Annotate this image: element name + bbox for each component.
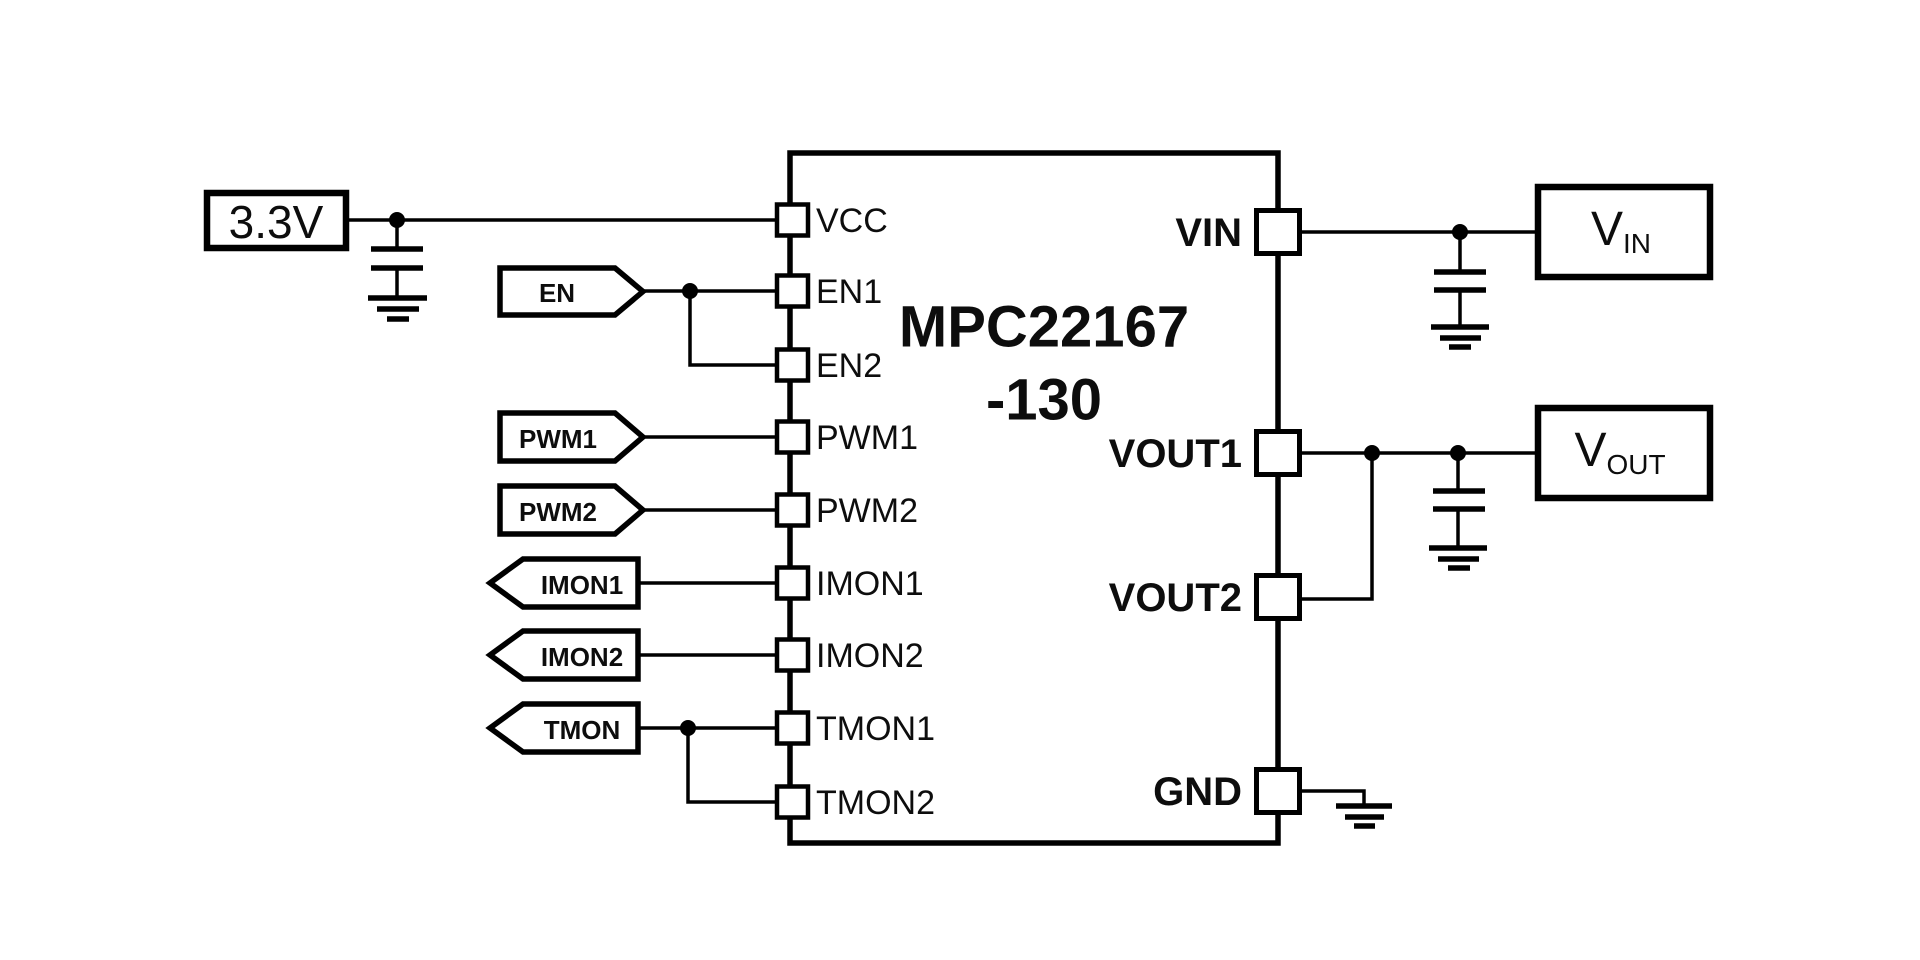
supply-box-3v3 xyxy=(203,189,350,252)
pin-label-en2: EN2 xyxy=(816,347,882,385)
left-pin-labels: VCC EN1 EN2 PWM1 PWM2 IMON1 IMON2 TMON1 … xyxy=(816,202,935,822)
ground-symbols xyxy=(368,295,1489,829)
pin-label-vcc: VCC xyxy=(816,202,888,240)
pin-square-en2 xyxy=(774,347,811,383)
supply-label-vin-main: V xyxy=(1591,203,1623,256)
pin-label-vin: VIN xyxy=(1175,211,1242,255)
capacitor-symbol-vin xyxy=(1434,269,1486,293)
right-pin-labels: VIN VOUT1 VOUT2 GND xyxy=(1109,211,1242,814)
ground-symbol-gnd-pin xyxy=(1336,803,1392,829)
flag-label-imon1: IMON1 xyxy=(541,570,623,600)
flag-label-imon2: IMON2 xyxy=(541,642,623,672)
capacitors xyxy=(371,246,1486,512)
pin-label-tmon2: TMON2 xyxy=(816,784,935,822)
capacitor-symbol-vout xyxy=(1433,488,1485,512)
wire-en-branch-en2 xyxy=(688,291,779,367)
supply-label-vout-main: V xyxy=(1574,424,1606,477)
pin-label-tmon1: TMON1 xyxy=(816,710,935,748)
junction-dots xyxy=(389,212,1468,736)
flag-tmon xyxy=(485,701,641,755)
pin-square-imon2 xyxy=(774,637,811,673)
pin-label-vout2: VOUT2 xyxy=(1109,576,1242,620)
pin-square-vcc xyxy=(774,202,811,238)
pin-square-pwm2 xyxy=(774,492,811,528)
ground-symbol-vcc-cap xyxy=(368,295,427,322)
junction-dot-vout-cap xyxy=(1450,445,1466,461)
supply-box-vin xyxy=(1534,183,1714,281)
pin-square-imon1 xyxy=(774,565,811,601)
ic-body xyxy=(787,150,1281,846)
pin-label-imon1: IMON1 xyxy=(816,565,924,603)
pin-square-vout1 xyxy=(1254,429,1302,477)
supply-label-vout-subscript: OUT xyxy=(1606,449,1665,480)
flag-imon2 xyxy=(485,628,641,682)
flag-pwm1 xyxy=(497,410,648,464)
pin-label-pwm1: PWM1 xyxy=(816,419,918,457)
pin-label-en1: EN1 xyxy=(816,273,882,311)
flag-imon1 xyxy=(485,556,641,610)
flag-label-tmon: TMON xyxy=(544,715,621,745)
pin-square-pwm1 xyxy=(774,419,811,455)
junction-dot-tmon xyxy=(680,720,696,736)
wires xyxy=(346,218,1538,806)
pin-square-tmon1 xyxy=(774,710,811,746)
flag-label-pwm2: PWM2 xyxy=(519,497,597,527)
pin-square-vin xyxy=(1254,208,1302,256)
flag-pwm2 xyxy=(497,483,648,537)
right-pin-squares xyxy=(1254,208,1302,815)
ic-part-number-line2: -130 xyxy=(986,368,1102,433)
pin-square-tmon2 xyxy=(774,784,811,820)
pin-label-pwm2: PWM2 xyxy=(816,492,918,530)
wire-vout2-branch xyxy=(1299,453,1374,601)
ground-symbol-vin-cap xyxy=(1431,324,1489,350)
flag-label-en: EN xyxy=(539,278,575,308)
signal-flag-labels: EN PWM1 PWM2 IMON1 IMON2 TMON xyxy=(519,278,623,745)
pin-label-imon2: IMON2 xyxy=(816,637,924,675)
supply-label-vin-subscript: IN xyxy=(1623,228,1651,259)
supply-label-vin: VIN xyxy=(1591,203,1651,259)
junction-dot-en xyxy=(682,283,698,299)
capacitor-symbol-vcc xyxy=(371,246,423,271)
supply-box-vout xyxy=(1534,404,1714,502)
flag-label-pwm1: PWM1 xyxy=(519,424,597,454)
signal-flags xyxy=(485,265,648,755)
flag-en xyxy=(497,265,648,318)
ic-part-number-line1: MPC22167 xyxy=(899,295,1189,360)
supply-label-3v3: 3.3V xyxy=(229,196,324,248)
supply-label-vout: VOUT xyxy=(1574,424,1665,480)
left-pin-squares xyxy=(774,202,811,820)
pin-label-gnd: GND xyxy=(1153,770,1242,814)
junction-dot-vout-branch xyxy=(1364,445,1380,461)
pin-square-gnd xyxy=(1254,767,1302,815)
pin-label-vout1: VOUT1 xyxy=(1109,432,1242,476)
ground-symbol-vout-cap xyxy=(1429,545,1487,571)
junction-dot-vcc xyxy=(389,212,405,228)
wire-gnd-pin xyxy=(1299,789,1366,806)
pin-square-vout2 xyxy=(1254,573,1302,621)
junction-dot-vin xyxy=(1452,224,1468,240)
pin-square-en1 xyxy=(774,273,811,309)
wire-tmon-branch-tmon2 xyxy=(686,728,779,804)
